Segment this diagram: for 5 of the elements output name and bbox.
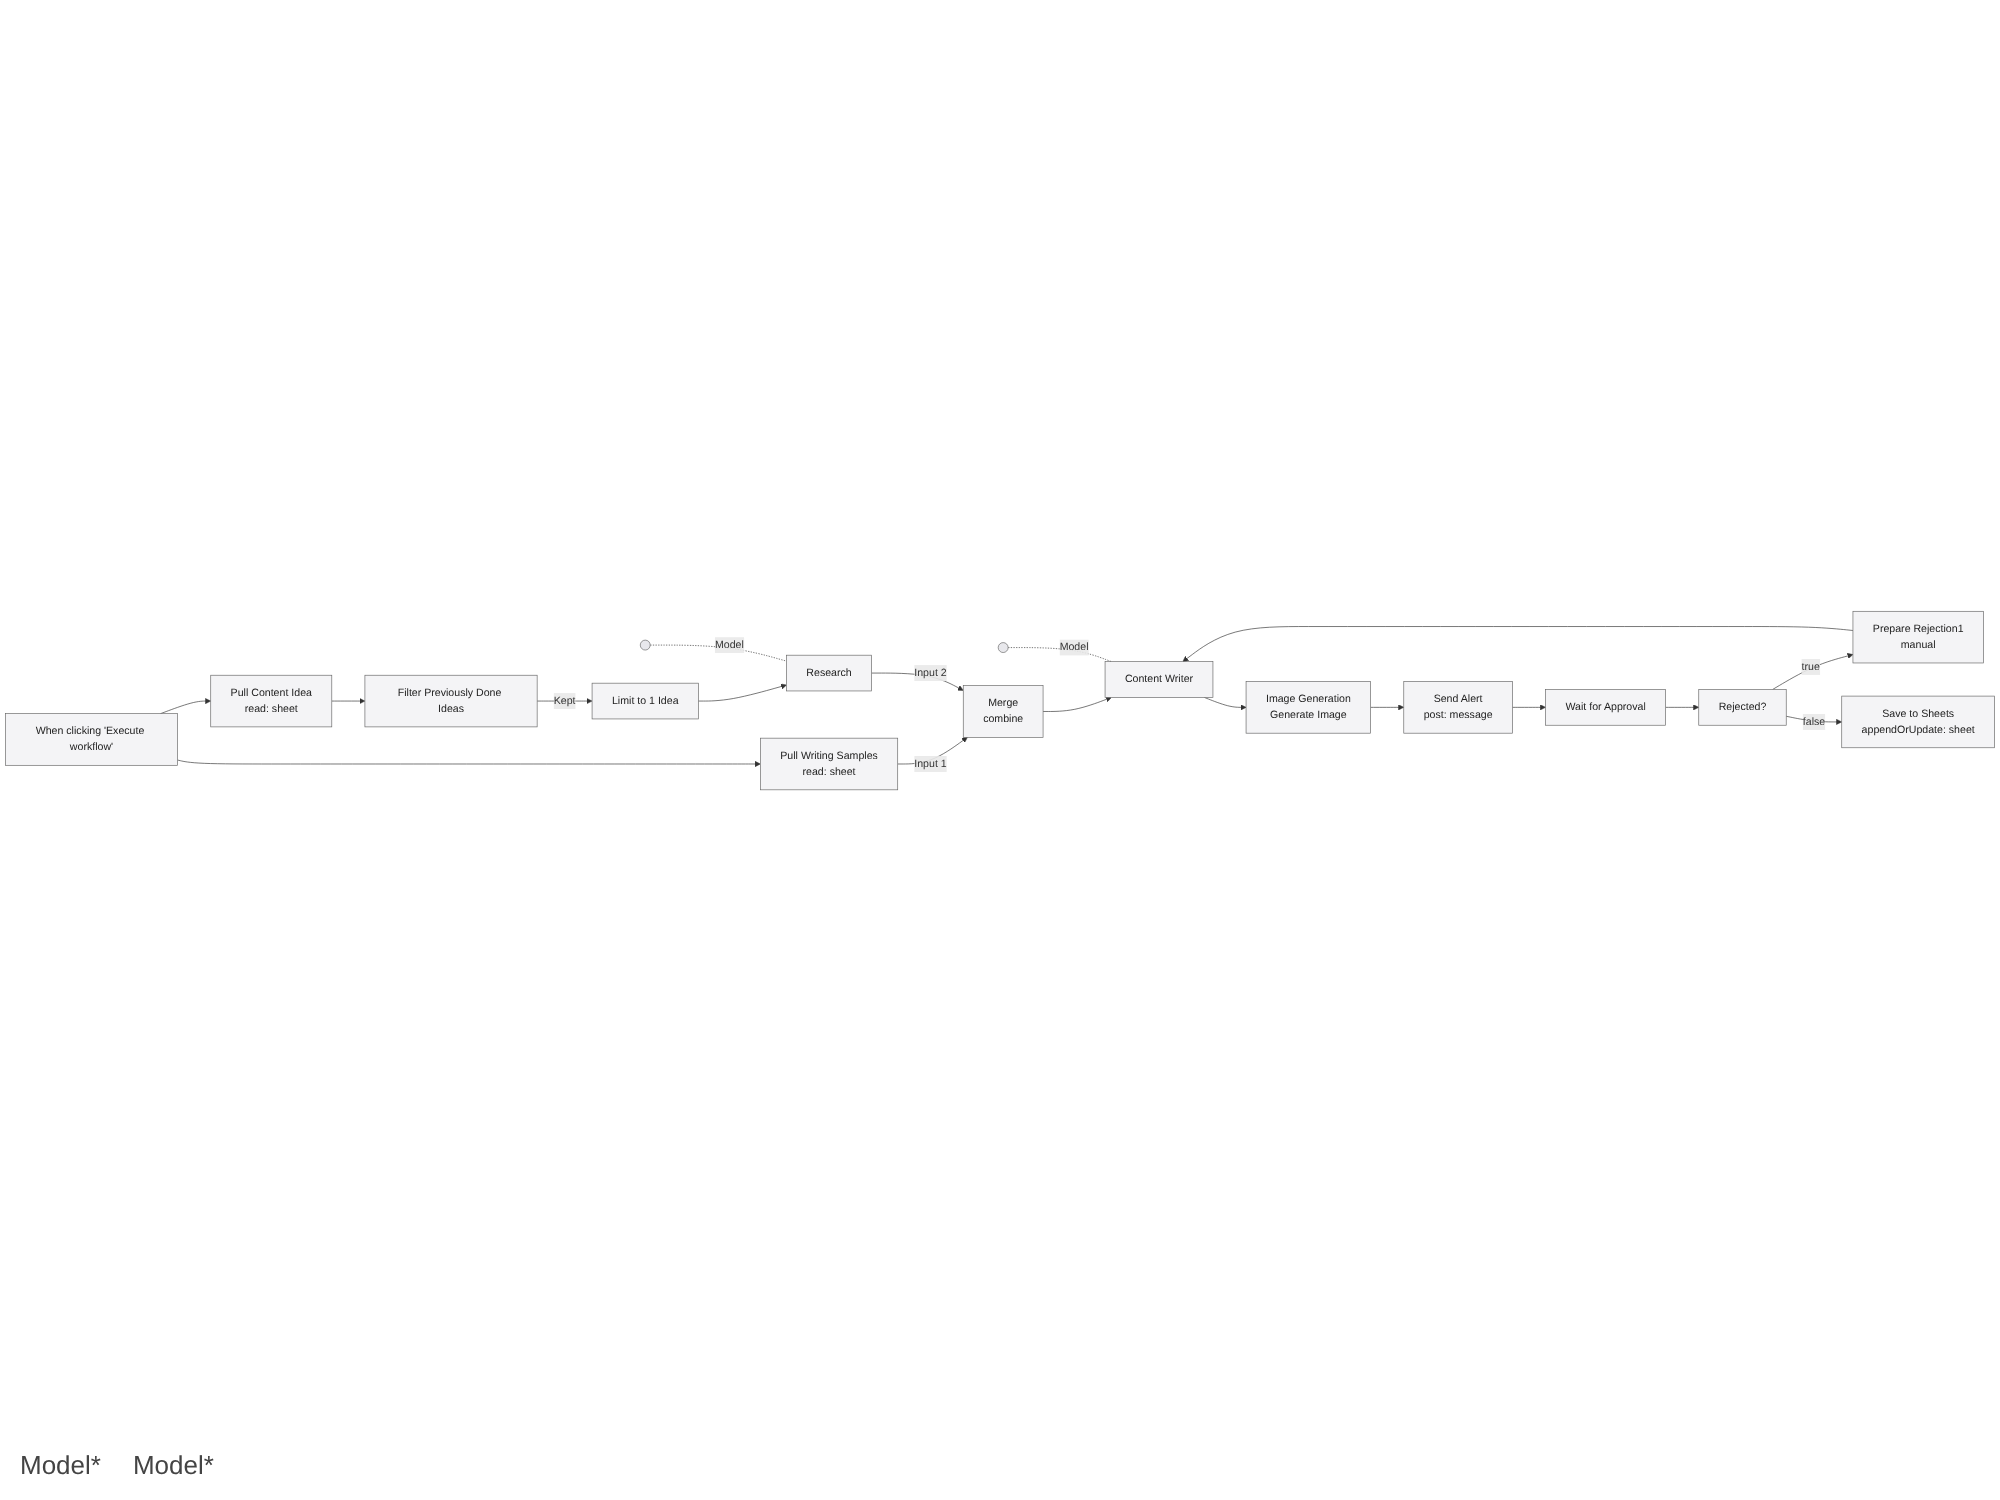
node-circle <box>997 641 1009 653</box>
port-label: Model* <box>20 1450 101 1480</box>
node-circle <box>639 639 651 650</box>
connector <box>1007 646 1112 662</box>
port-label: Model* <box>132 1450 214 1480</box>
